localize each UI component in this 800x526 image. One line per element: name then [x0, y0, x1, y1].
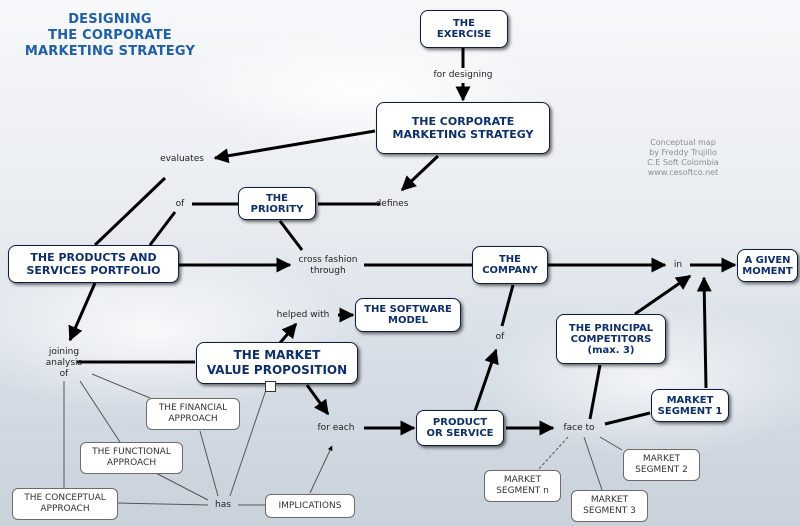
concept-market-segment-2[interactable]: MARKET SEGMENT 2	[623, 449, 700, 481]
link-faceto-segmentn	[536, 436, 569, 472]
link-faceto-segment1	[604, 411, 651, 426]
link-valueprop-has	[229, 377, 271, 497]
link-valueprop-foreach	[305, 384, 330, 416]
link-competitors-in	[634, 274, 692, 316]
concept-conceptual-approach[interactable]: THE CONCEPTUAL APPROACH	[12, 488, 118, 520]
submap-icon[interactable]: icon	[265, 381, 276, 392]
link-strategy-defines	[400, 154, 440, 192]
concept-functional-approach[interactable]: THE FUNCTIONAL APPROACH	[80, 442, 183, 474]
concept-market-value-proposition[interactable]: THE MARKET VALUE PROPOSITION	[196, 342, 358, 384]
link-implications-foreach	[309, 445, 333, 494]
link-joining-functional	[79, 380, 121, 443]
concept-principal-competitors[interactable]: THE PRINCIPAL COMPETITORS (max. 3)	[556, 314, 666, 364]
concept-market-segment-3[interactable]: MARKET SEGMENT 3	[571, 490, 648, 522]
concept-implications[interactable]: IMPLICATIONS	[265, 494, 355, 518]
link-functional-has	[149, 469, 209, 501]
phrase-of-priority: of	[175, 199, 185, 209]
map-title: DESIGNING THE CORPORATE MARKETING STRATE…	[24, 12, 196, 59]
concept-financial-approach[interactable]: THE FINANCIAL APPROACH	[146, 398, 240, 430]
author-credit: Conceptual map by Freddy Trujillo C.E So…	[647, 138, 719, 177]
link-of-company	[500, 284, 515, 327]
link-evaluates-portfolio	[93, 176, 167, 247]
phrase-evaluates: evaluates	[160, 154, 204, 164]
concept-software-model[interactable]: THE SOFTWARE MODEL	[355, 298, 461, 332]
link-portfolio-joining	[68, 282, 97, 342]
link-priority-cross	[278, 220, 304, 251]
concept-company[interactable]: THE COMPANY	[472, 246, 548, 284]
phrase-helped-with: helped with	[276, 310, 330, 320]
phrase-face-to: face to	[563, 423, 595, 433]
link-conceptual-has	[116, 502, 209, 506]
phrase-in: in	[673, 260, 683, 270]
link-faceto-segment3	[583, 436, 603, 491]
link-strategy-evaluates	[213, 129, 376, 164]
concept-market-segment-1[interactable]: MARKET SEGMENT 1	[651, 389, 729, 422]
link-joining-financial	[91, 373, 151, 399]
phrase-joining-analysis-of: joining analysis of	[45, 346, 83, 379]
link-product-of	[473, 348, 499, 412]
link-financial-has	[199, 430, 219, 497]
concept-priority[interactable]: THE PRIORITY	[238, 187, 316, 220]
concept-products-services-portfolio[interactable]: THE PRODUCTS AND SERVICES PORTFOLIO	[8, 245, 179, 283]
phrase-defines: defines	[375, 199, 409, 209]
link-valueprop-helped	[278, 322, 298, 344]
link-faceto-competitors	[588, 364, 602, 420]
link-segment1-in	[696, 276, 712, 389]
concept-given-moment[interactable]: A GIVEN MOMENT	[737, 249, 798, 282]
link-faceto-segment2	[599, 436, 623, 451]
concept-product-or-service[interactable]: PRODUCT OR SERVICE	[416, 410, 504, 446]
phrase-for-each: for each	[317, 423, 355, 433]
phrase-for-designing: for designing	[433, 70, 493, 80]
concept-exercise[interactable]: THE EXERCISE	[420, 10, 508, 48]
concept-market-segment-n[interactable]: MARKET SEGMENT n	[484, 470, 561, 502]
link-of-portfolio	[148, 211, 177, 246]
phrase-has: has	[215, 500, 231, 510]
phrase-cross-fashion-through: cross fashion through	[298, 255, 358, 276]
phrase-of-company: of	[495, 332, 505, 342]
concept-corporate-marketing-strategy[interactable]: THE CORPORATE MARKETING STRATEGY	[376, 102, 550, 154]
